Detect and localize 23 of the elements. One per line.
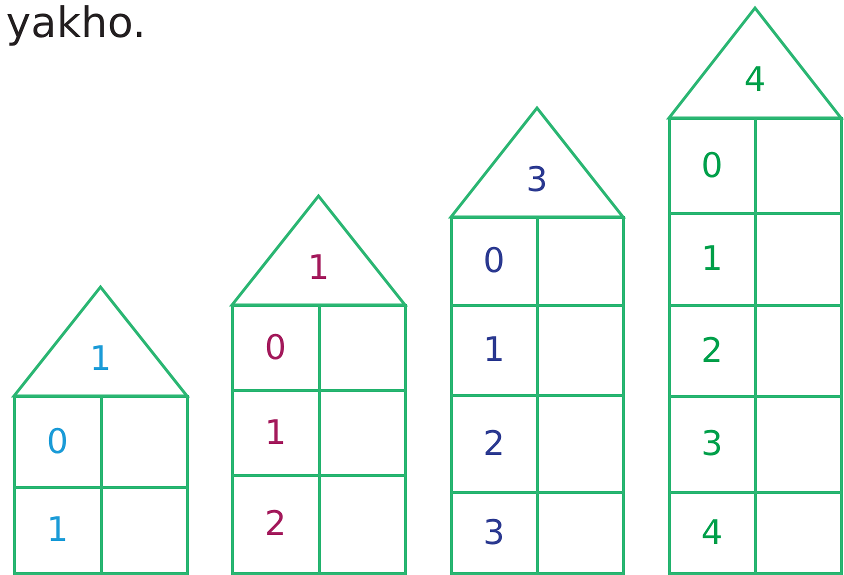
table-cell <box>230 304 320 392</box>
digit: 2 <box>701 334 723 368</box>
digit: 2 <box>264 507 286 541</box>
digit: 0 <box>483 244 505 278</box>
table-cell <box>668 116 756 214</box>
digit: 0 <box>264 330 286 364</box>
digit: 2 <box>483 426 505 460</box>
roof-number: 3 <box>525 162 549 196</box>
roof-number: 4 <box>743 63 767 97</box>
digit: 1 <box>264 416 286 450</box>
digit: 0 <box>701 148 723 182</box>
digit: 1 <box>46 513 68 547</box>
table-cell <box>12 394 102 488</box>
table-cell <box>450 216 538 306</box>
heading-text: yakho. <box>6 0 146 46</box>
digit: 3 <box>483 516 505 550</box>
digit: 0 <box>46 424 68 458</box>
digit: 3 <box>701 427 723 461</box>
roof-number: 1 <box>306 250 330 284</box>
roof-number: 1 <box>88 342 112 376</box>
digit: 4 <box>701 516 723 550</box>
digit: 1 <box>701 242 723 276</box>
digit: 1 <box>483 333 505 367</box>
